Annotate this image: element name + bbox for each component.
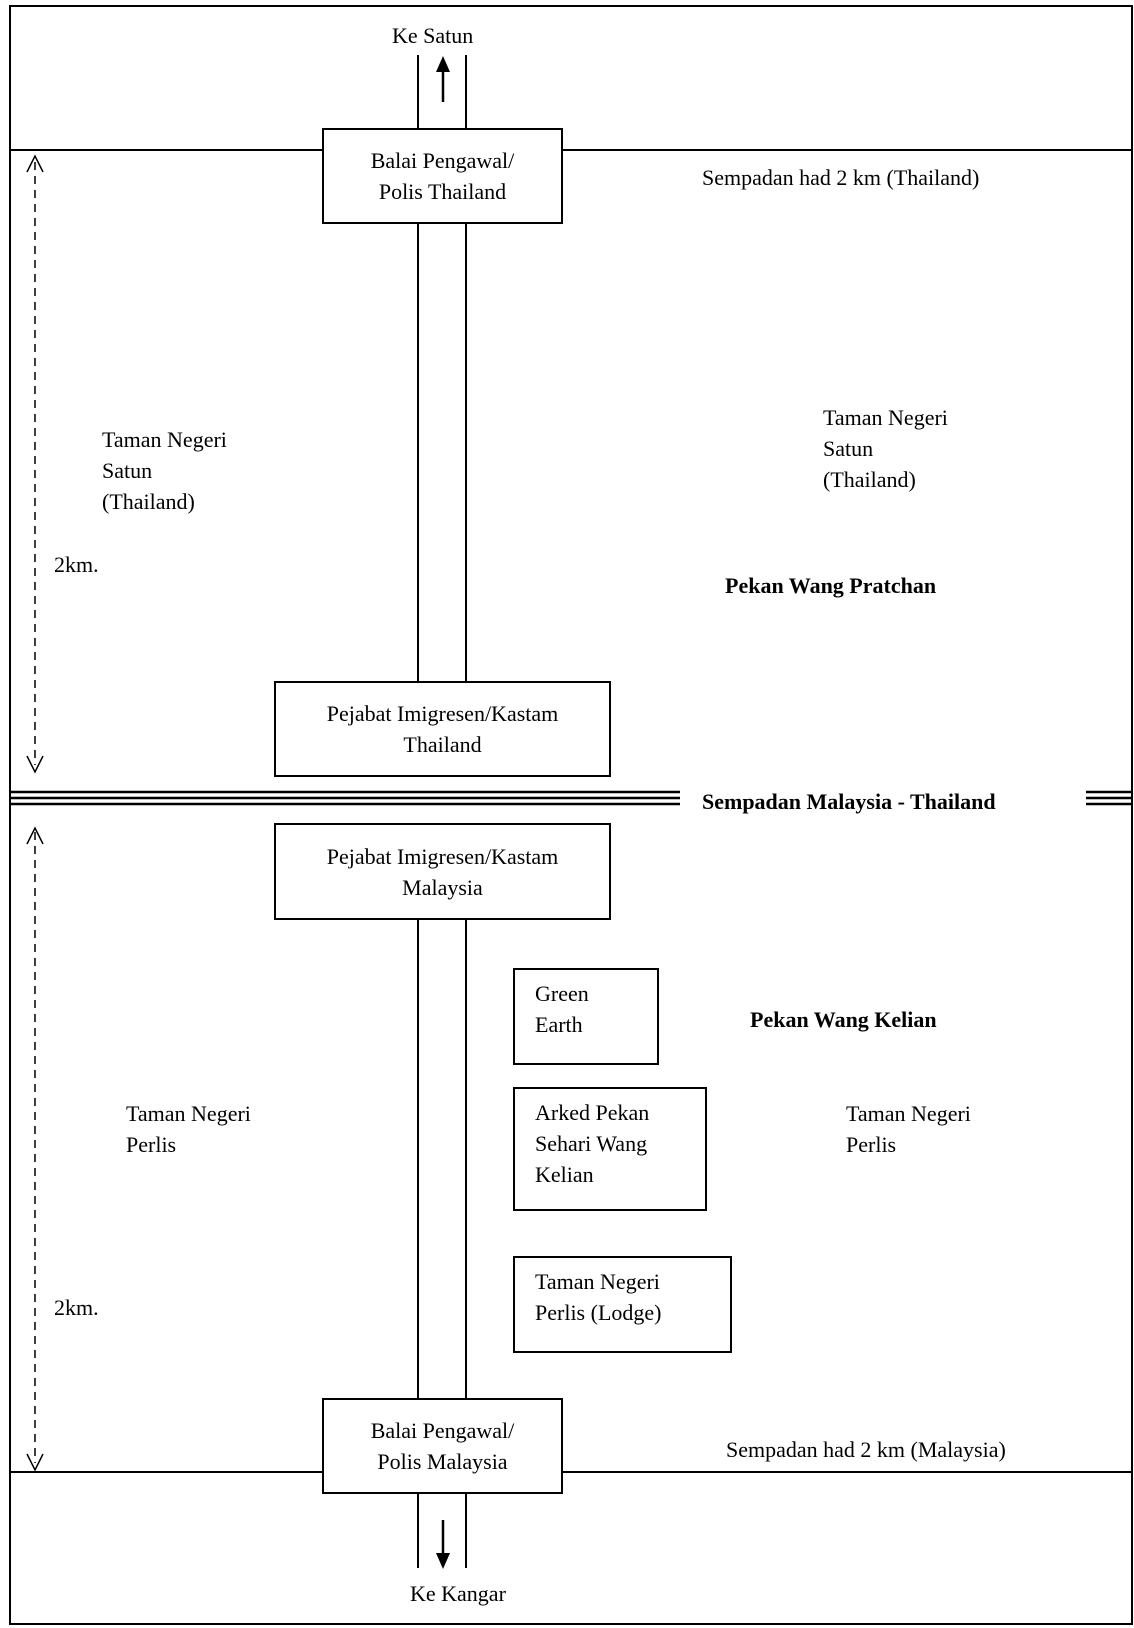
limit-label-malaysia: Sempadan had 2 km (Malaysia) (726, 1437, 1006, 1462)
box-police-malaysia: Balai Pengawal/ Polis Malaysia (322, 1398, 563, 1494)
box-perlis-lodge: Taman Negeri Perlis (Lodge) (513, 1256, 732, 1353)
box-police-thailand: Balai Pengawal/ Polis Thailand (322, 128, 563, 224)
box-immigration-thailand-text: Pejabat Imigresen/Kastam Thailand (326, 701, 559, 757)
road-north (417, 55, 467, 128)
box-arked-pekan-sehari: Arked Pekan Sehari Wang Kelian (513, 1087, 707, 1211)
box-arked-pekan-sehari-text: Arked Pekan Sehari Wang Kelian (535, 1100, 650, 1187)
arrow-up-icon (436, 56, 450, 102)
park-label-satun-west: Taman Negeri Satun (Thailand) (102, 427, 227, 514)
box-green-earth: Green Earth (513, 968, 659, 1065)
road-thailand (417, 222, 467, 681)
box-green-earth-text: Green Earth (535, 981, 589, 1037)
town-label-wang-pratchan: Pekan Wang Pratchan (725, 573, 937, 598)
direction-label-satun: Ke Satun (392, 23, 474, 48)
border-label: Sempadan Malaysia - Thailand (702, 789, 996, 814)
park-label-perlis-west: Taman Negeri Perlis (126, 1101, 251, 1157)
park-label-satun-east: Taman Negeri Satun (Thailand) (823, 405, 948, 492)
map-frame (9, 5, 1133, 1625)
box-perlis-lodge-text: Taman Negeri Perlis (Lodge) (535, 1269, 662, 1325)
box-police-thailand-text: Balai Pengawal/ Polis Thailand (370, 148, 515, 204)
distance-arrow-thailand (26, 154, 44, 774)
park-label-perlis-east: Taman Negeri Perlis (846, 1101, 971, 1157)
distance-arrow-malaysia (26, 826, 44, 1472)
distance-label-thailand: 2km. (54, 552, 99, 577)
border-line (10, 790, 1132, 806)
road-malaysia (417, 919, 467, 1398)
distance-label-malaysia: 2km. (54, 1295, 99, 1320)
road-south (417, 1494, 467, 1568)
box-police-malaysia-text: Balai Pengawal/ Polis Malaysia (370, 1418, 515, 1474)
limit-label-thailand: Sempadan had 2 km (Thailand) (702, 165, 980, 190)
box-immigration-malaysia-text: Pejabat Imigresen/Kastam Malaysia (326, 843, 559, 900)
box-immigration-malaysia: Pejabat Imigresen/Kastam Malaysia (274, 823, 611, 920)
arrow-down-icon (436, 1520, 450, 1569)
direction-label-kangar: Ke Kangar (410, 1581, 506, 1606)
town-label-wang-kelian: Pekan Wang Kelian (750, 1007, 937, 1032)
box-immigration-thailand: Pejabat Imigresen/Kastam Thailand (274, 681, 611, 777)
